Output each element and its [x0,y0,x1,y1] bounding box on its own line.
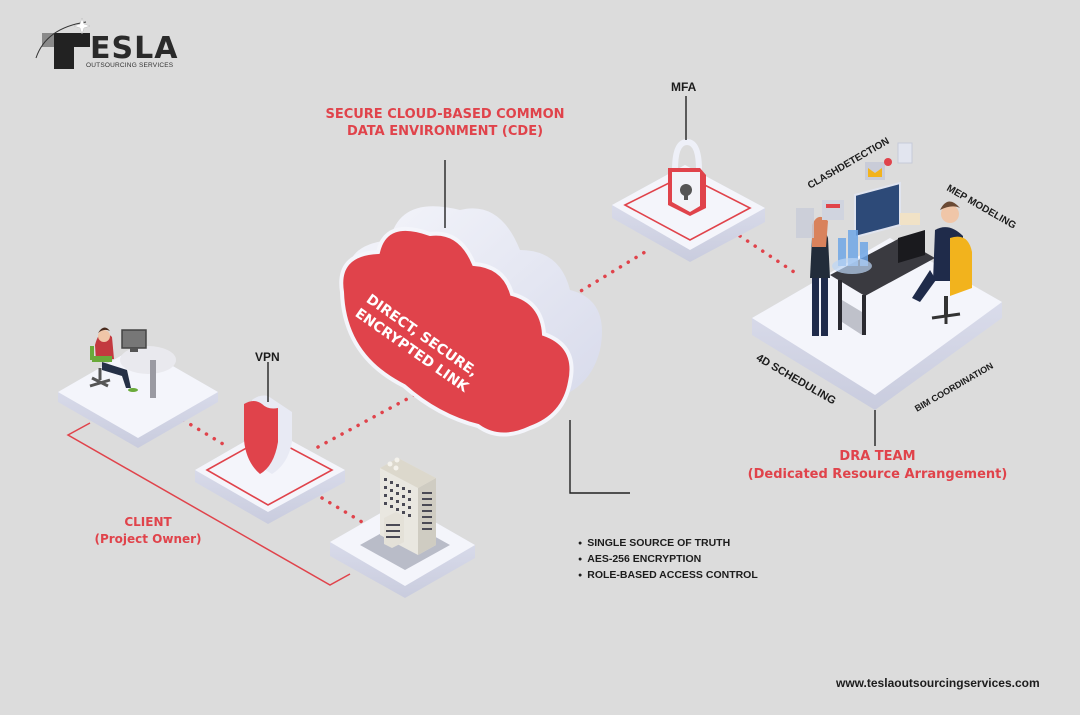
logo-wordmark: ESLA [90,31,179,66]
logo-tagline: OUTSOURCING SERVICES [86,62,174,69]
shield-icon [244,395,292,474]
person-at-desk-icon [89,327,176,398]
cde-title-line1: SECURE CLOUD-BASED COMMON [325,107,565,122]
connector-vpn-cloud [316,390,422,449]
feature-item: SINGLE SOURCE OF TRUTH [578,536,758,552]
client-bracket [66,422,351,586]
features-leader-line [569,420,630,494]
website-url: www.teslaoutsourcingservices.com [836,676,1040,690]
connector-cloud-mfa [564,250,647,302]
connector-mfa-dra [738,234,802,278]
cde-features-list: SINGLE SOURCE OF TRUTH AES-256 ENCRYPTIO… [578,536,758,584]
feature-item: ROLE-BASED ACCESS CONTROL [578,568,758,584]
connector-vpn-building [320,496,364,524]
mfa-label: MFA [671,80,697,94]
dra-title: DRA TEAM [839,449,916,464]
cde-title-line2: DATA ENVIRONMENT (CDE) [346,124,544,139]
team-workstation-icon [796,142,972,336]
cloud-icon [339,206,602,437]
cde-title: SECURE CLOUD-BASED COMMON DATA ENVIRONME… [310,106,580,140]
vpn-label: VPN [255,350,280,364]
feature-item: AES-256 ENCRYPTION [578,552,758,568]
padlock-icon [668,138,706,216]
client-platform [58,346,218,448]
client-label: CLIENT (Project Owner) [78,514,218,548]
client-title: CLIENT [124,515,172,529]
client-subtitle: (Project Owner) [94,532,202,546]
dra-subtitle: (Dedicated Resource Arrangement) [747,467,1008,482]
office-building-icon [380,457,436,555]
dra-label: DRA TEAM (Dedicated Resource Arrangement… [745,448,1010,484]
connector-client-vpn [181,418,230,449]
tesla-logo-mark [35,17,91,69]
